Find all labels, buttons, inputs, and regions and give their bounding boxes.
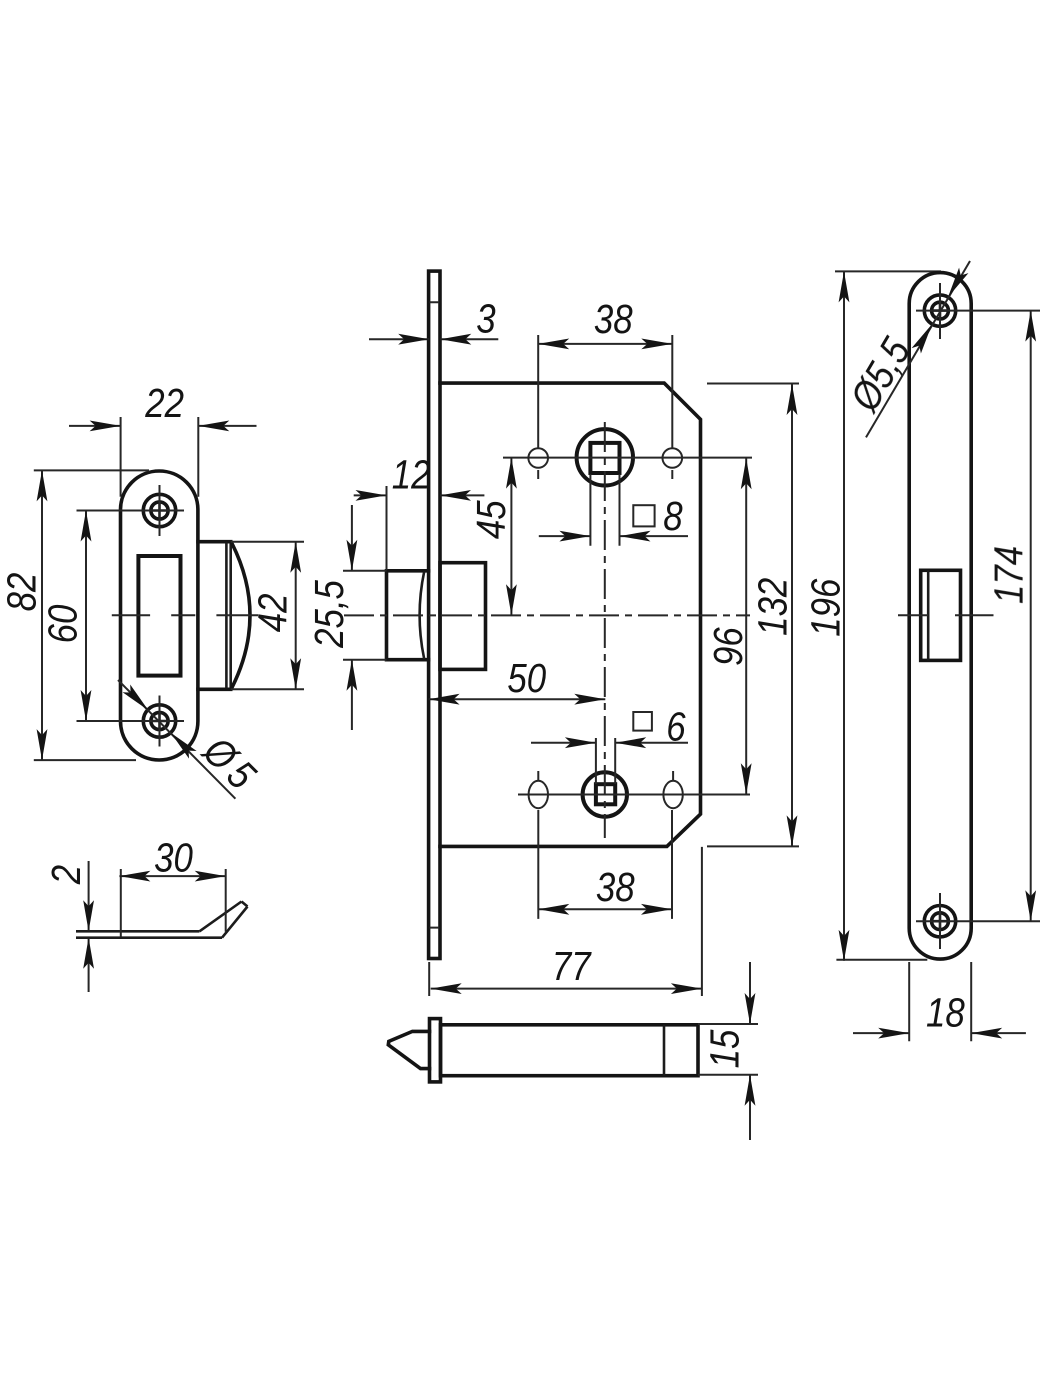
svg-text:60: 60 xyxy=(41,605,86,644)
svg-text:77: 77 xyxy=(552,945,592,990)
svg-text:6: 6 xyxy=(666,705,686,750)
svg-text:38: 38 xyxy=(594,298,633,343)
svg-text:25,5: 25,5 xyxy=(307,579,352,648)
svg-text:42: 42 xyxy=(251,594,296,633)
svg-text:132: 132 xyxy=(751,578,796,636)
svg-text:12: 12 xyxy=(392,453,431,498)
svg-text:3: 3 xyxy=(476,297,495,342)
svg-text:38: 38 xyxy=(596,866,635,911)
svg-text:82: 82 xyxy=(0,573,45,612)
svg-text:30: 30 xyxy=(154,836,193,881)
svg-text:8: 8 xyxy=(663,495,682,540)
svg-text:15: 15 xyxy=(703,1029,748,1069)
svg-text:18: 18 xyxy=(926,991,965,1036)
svg-text:45: 45 xyxy=(470,500,515,540)
svg-text:174: 174 xyxy=(987,546,1032,604)
svg-text:2: 2 xyxy=(44,865,89,885)
svg-text:50: 50 xyxy=(507,657,546,702)
svg-text:196: 196 xyxy=(804,578,849,637)
svg-text:22: 22 xyxy=(144,381,184,426)
svg-text:96: 96 xyxy=(706,626,751,666)
